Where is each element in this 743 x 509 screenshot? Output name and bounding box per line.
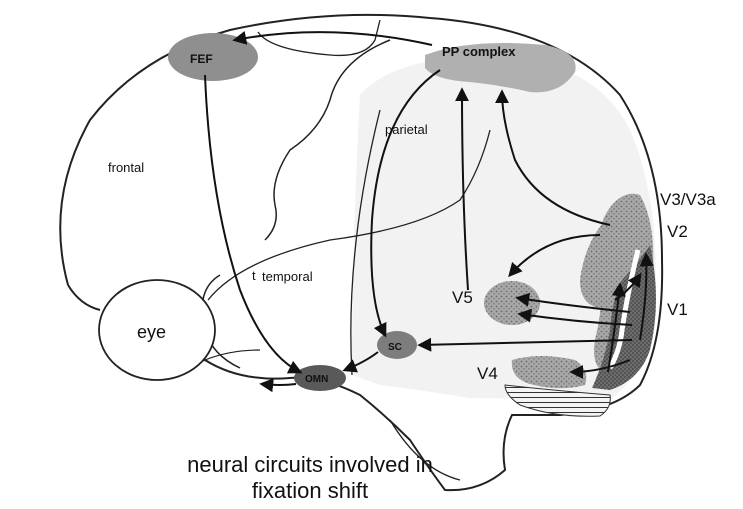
caption-line-2: fixation shift xyxy=(150,478,470,504)
label-v4: V4 xyxy=(477,364,498,383)
top-sulcus xyxy=(258,20,380,55)
label-fef: FEF xyxy=(190,52,213,66)
label-sc: SC xyxy=(388,342,402,353)
caption-line-1: neural circuits involved in xyxy=(150,452,470,478)
label-parietal: parietal xyxy=(385,122,428,137)
v5-region xyxy=(484,281,540,325)
label-omn: OMN xyxy=(305,374,328,385)
arrow-fef-to-omn xyxy=(205,75,300,372)
label-v3: V3/V3a xyxy=(660,190,716,209)
label-v2: V2 xyxy=(667,222,688,241)
caption: neural circuits involved in fixation shi… xyxy=(150,452,470,504)
fef-region xyxy=(168,33,258,81)
label-eye: eye xyxy=(137,322,166,342)
frontal-lower-outline xyxy=(68,285,100,310)
label-pp-complex: PP complex xyxy=(442,44,516,59)
label-temporal: temporal xyxy=(262,269,313,284)
label-v5: V5 xyxy=(452,288,473,307)
temporal-lower-line xyxy=(205,350,260,360)
label-frontal: frontal xyxy=(108,160,144,175)
label-v1: V1 xyxy=(667,300,688,319)
label-temporal-prefix: t xyxy=(252,268,256,283)
arrow-omn-to-eye xyxy=(262,384,296,385)
